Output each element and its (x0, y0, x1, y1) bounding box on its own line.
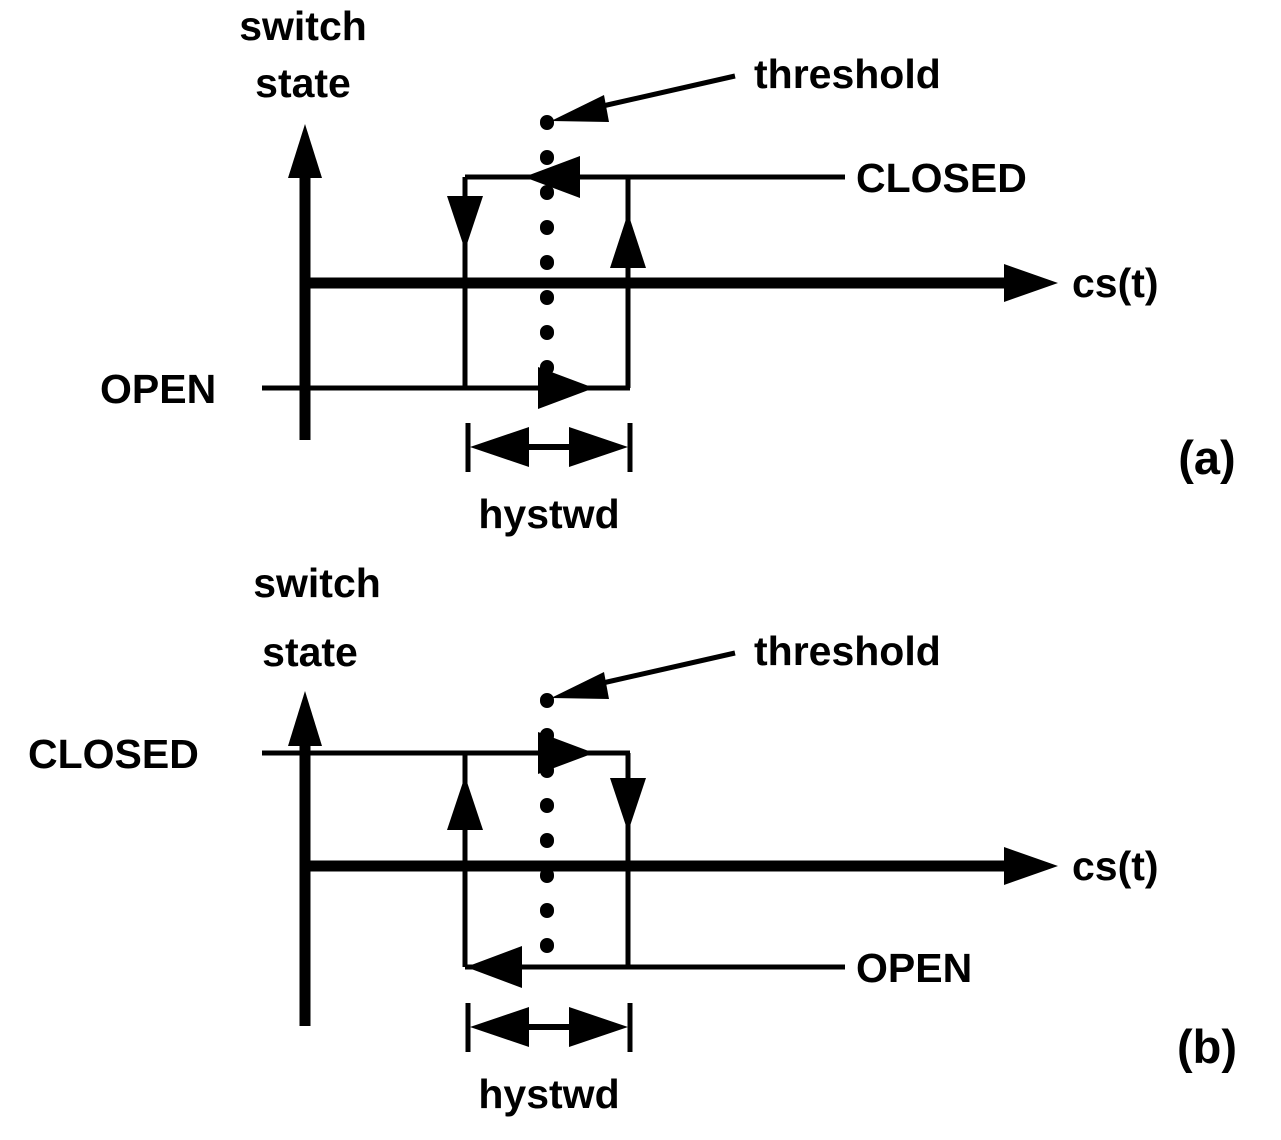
panel-b-y-axis-label-line2: state (262, 629, 358, 675)
panel-b-open-travel-arrowhead-icon (466, 946, 522, 988)
panel-b: switch state cs(t) CLOSED OPEN (28, 560, 1237, 1117)
panel-b-threshold-label: threshold (754, 628, 941, 674)
panel-b-closed-travel-arrowhead-icon (538, 732, 594, 774)
panel-b-hystwd-right-arrowhead-icon (569, 1007, 628, 1047)
panel-b-rising-edge-arrowhead-icon (447, 776, 483, 830)
panel-a-threshold-arrowhead-icon (551, 95, 609, 122)
panel-a: switch state cs(t) CLOSED OPEN (100, 3, 1236, 537)
panel-a-y-axis-label-line2: state (255, 60, 351, 106)
panel-a-x-axis-label: cs(t) (1072, 260, 1159, 306)
panel-b-falling-edge-arrowhead-icon (610, 778, 646, 832)
panel-b-hystwd-label: hystwd (478, 1071, 619, 1117)
panel-a-threshold-label: threshold (754, 51, 941, 97)
panel-a-threshold-leader-line (584, 73, 736, 113)
panel-a-open-label: OPEN (100, 366, 216, 412)
panel-a-x-axis-arrowhead-icon (1004, 264, 1058, 302)
panel-a-open-travel-arrowhead-icon (538, 367, 594, 409)
panel-b-hystwd-left-arrowhead-icon (470, 1007, 529, 1047)
panel-b-y-axis-label-line1: switch (253, 560, 381, 606)
panel-b-closed-label: CLOSED (28, 731, 199, 777)
panel-b-x-axis-arrowhead-icon (1004, 847, 1058, 885)
panel-a-rising-edge-arrowhead-icon (610, 213, 646, 268)
panel-a-falling-edge-arrowhead-icon (447, 196, 483, 250)
panel-b-y-axis-arrowhead-icon (288, 691, 322, 746)
panel-a-closed-travel-arrowhead-icon (524, 156, 580, 198)
panel-b-letter-label: (b) (1177, 1020, 1237, 1073)
panel-a-hystwd-right-arrowhead-icon (569, 427, 628, 467)
panel-a-hystwd-label: hystwd (478, 491, 619, 537)
panel-b-open-label: OPEN (856, 945, 972, 991)
panel-a-letter-label: (a) (1178, 431, 1235, 484)
panel-a-y-axis-arrowhead-icon (288, 124, 322, 178)
panel-a-hystwd-left-arrowhead-icon (470, 427, 529, 467)
panel-b-x-axis-label: cs(t) (1072, 843, 1159, 889)
panel-a-y-axis-label-line1: switch (239, 3, 367, 49)
panel-b-threshold-leader-line (584, 650, 736, 690)
panel-b-threshold-arrowhead-icon (551, 672, 609, 699)
panel-a-closed-label: CLOSED (856, 155, 1027, 201)
